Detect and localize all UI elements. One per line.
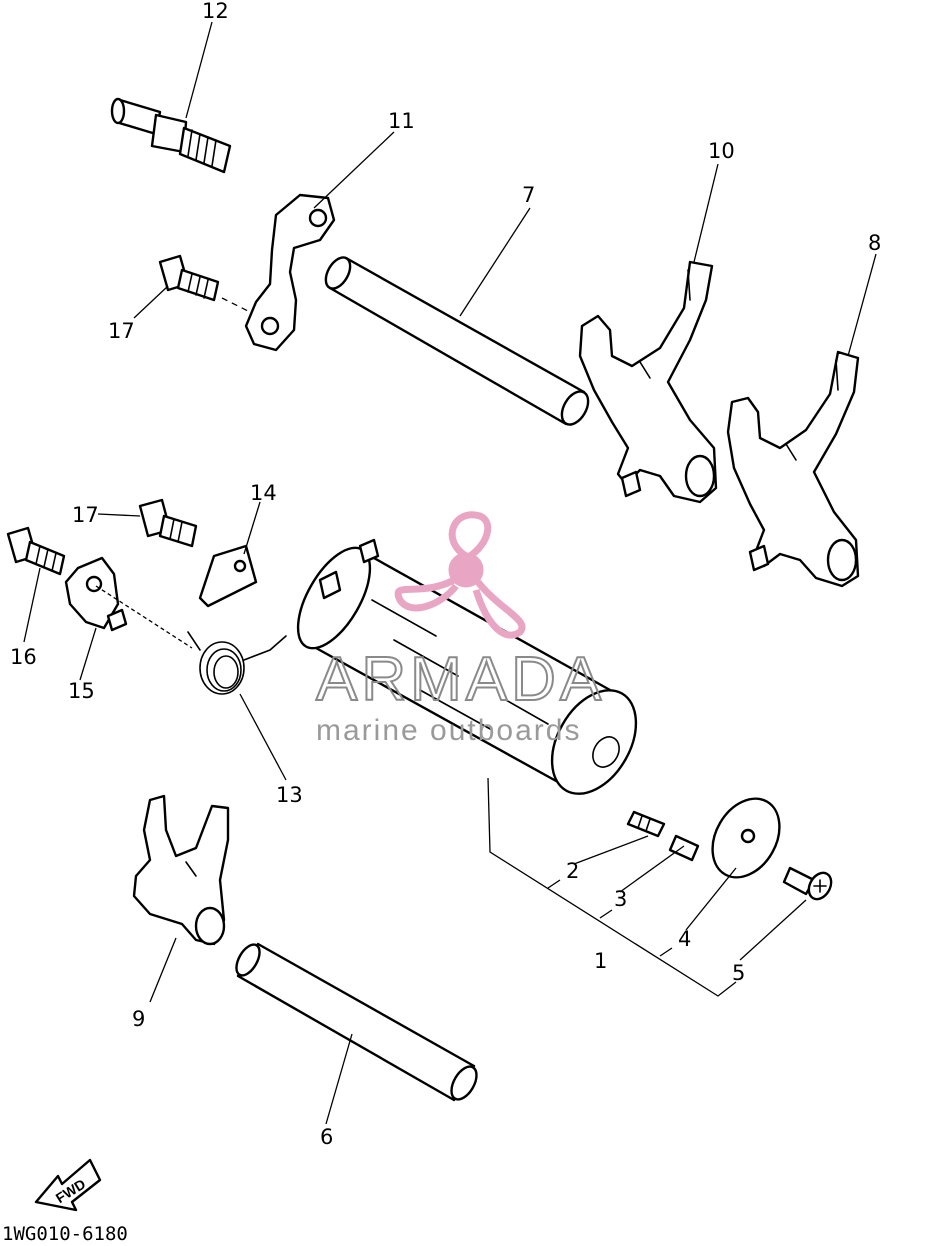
callout-10: 10	[708, 139, 735, 163]
part-3-pin	[668, 834, 700, 862]
leader-lines	[23, 21, 877, 1125]
drawing-code: 1WG010-6180	[2, 1223, 128, 1245]
callout-14: 14	[250, 481, 277, 505]
part-9-shift-fork	[132, 794, 230, 946]
part-10-shift-fork	[578, 260, 718, 504]
part-2-pin	[626, 810, 666, 838]
part-8-shift-fork	[726, 350, 860, 588]
watermark-tagline: marine outboards	[316, 714, 581, 747]
part-5-screw	[782, 866, 833, 901]
callout-9: 9	[132, 1007, 145, 1031]
part-6-guide-bar	[235, 942, 478, 1102]
part-15-stopper-lever	[64, 556, 193, 649]
callout-7: 7	[522, 183, 535, 207]
callout-5: 5	[732, 961, 745, 985]
armada-watermark: ARMADA marine outboards	[315, 511, 605, 747]
callout-3: 3	[614, 887, 627, 911]
watermark-brand: ARMADA	[316, 645, 605, 714]
part-11-stopper-lever	[244, 193, 336, 352]
callout-4: 4	[678, 927, 691, 951]
propeller-logo-icon	[394, 511, 526, 639]
part-4-washer	[711, 797, 781, 879]
part-13-torsion-spring	[187, 631, 287, 695]
callout-2: 2	[566, 859, 579, 883]
fwd-arrow-icon: FWD	[34, 1158, 102, 1212]
callout-numbers: 12 11 7 10 8 17 17 14 16 15 13 2 3 4 1 5…	[10, 0, 881, 1149]
callout-13: 13	[276, 783, 303, 807]
part-16-bolt	[6, 526, 66, 576]
callout-8: 8	[868, 231, 881, 255]
part-7-guide-bar	[324, 256, 590, 426]
callout-12: 12	[202, 0, 229, 23]
callout-6: 6	[320, 1125, 333, 1149]
callout-17-top: 17	[108, 319, 135, 343]
callout-17-middle: 17	[72, 503, 99, 527]
callout-11: 11	[388, 109, 415, 133]
part-12-stud-bolt	[110, 97, 232, 174]
callout-1: 1	[594, 949, 607, 973]
part-14-plate	[198, 544, 258, 608]
callout-16: 16	[10, 645, 37, 669]
part-17-bolt-top	[158, 254, 251, 313]
part-17-bolt-middle	[138, 498, 198, 548]
part-1-shift-drum	[296, 538, 638, 795]
callout-15: 15	[68, 679, 95, 703]
